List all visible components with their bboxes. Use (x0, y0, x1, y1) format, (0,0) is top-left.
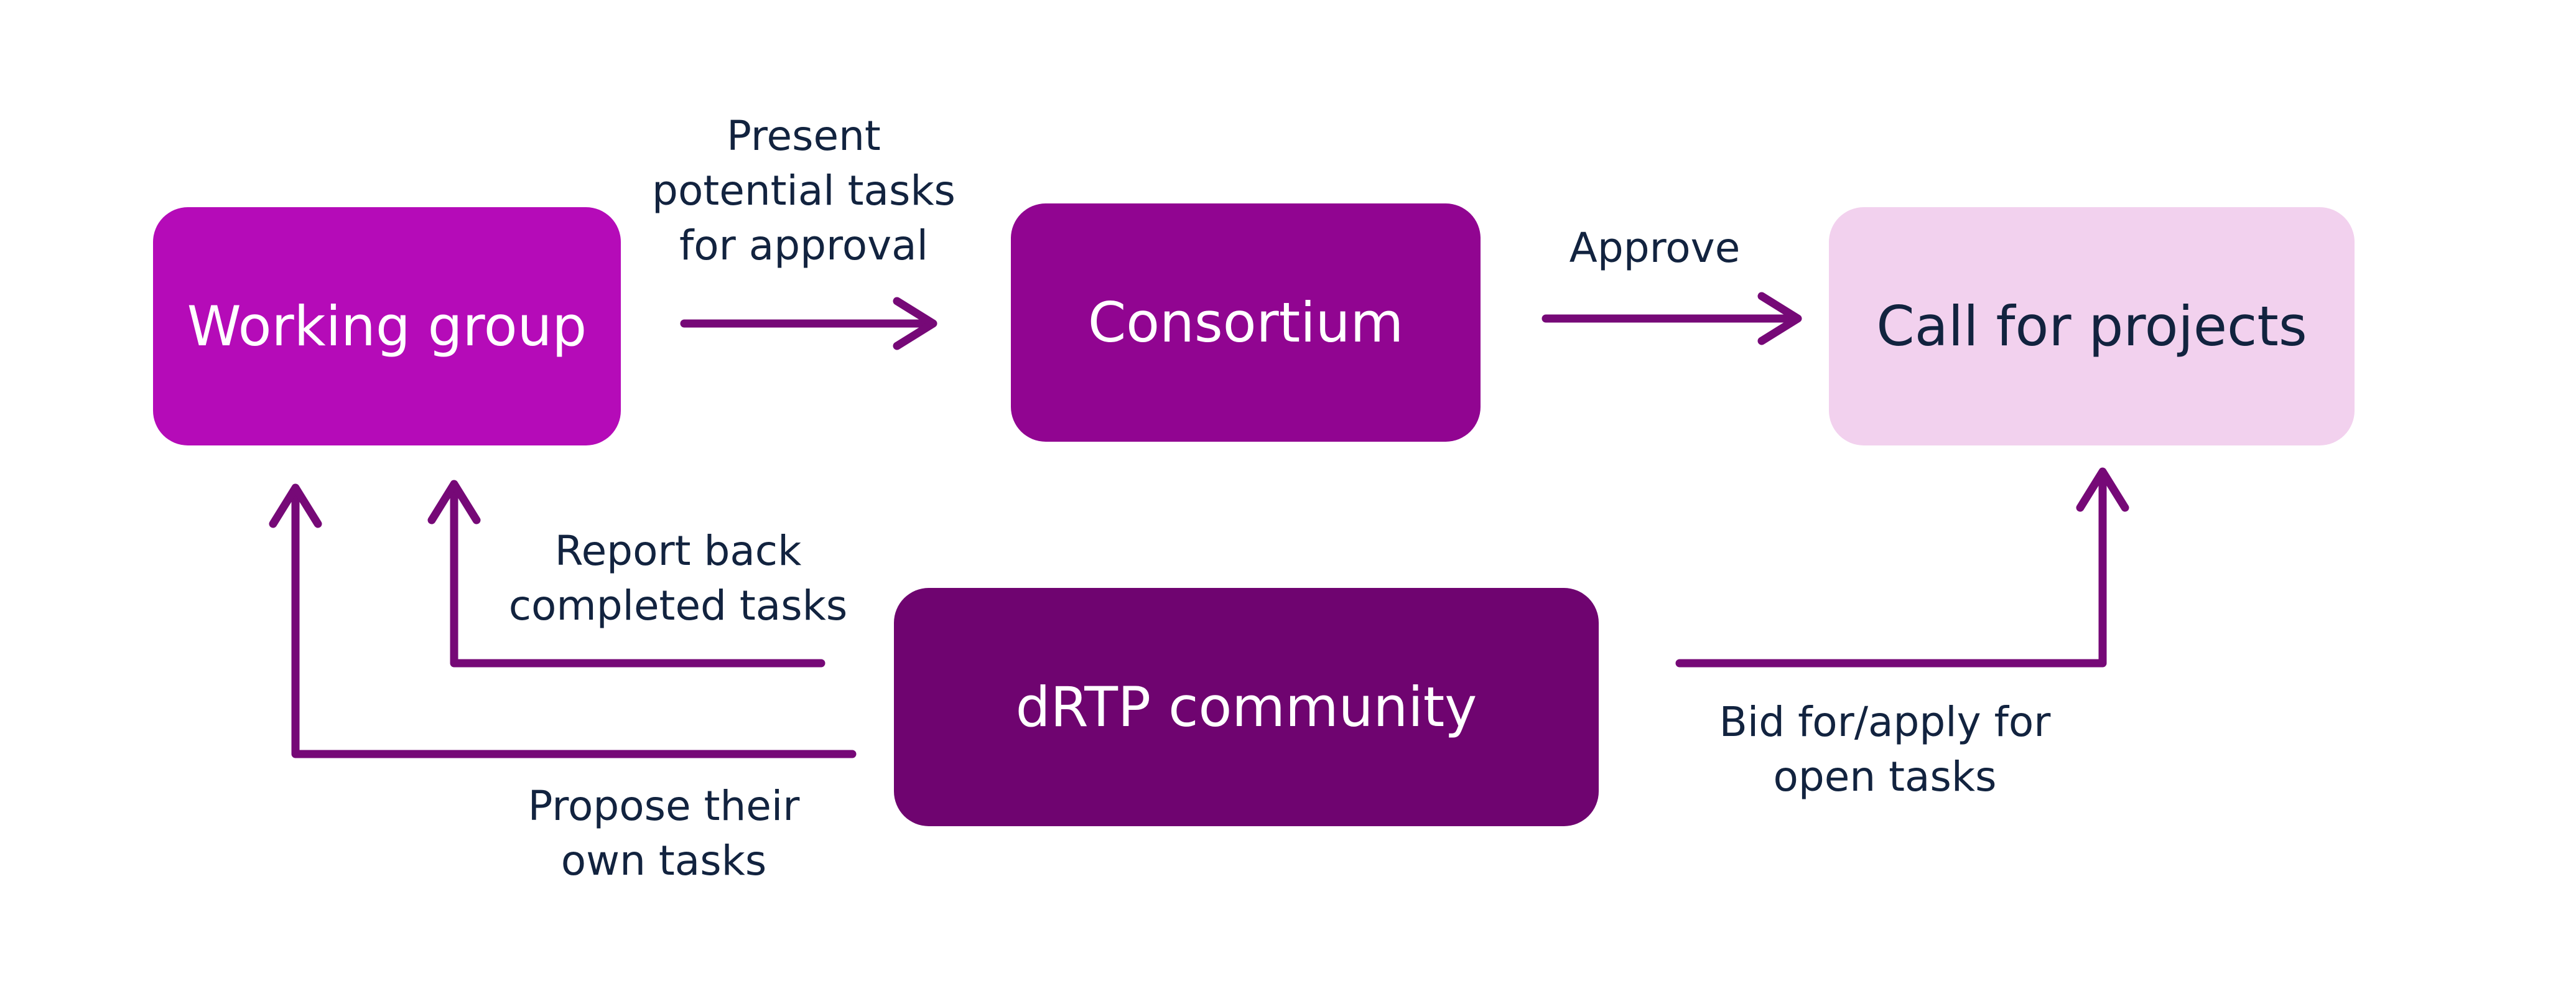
node-drtp-community-label: dRTP community (1015, 675, 1477, 739)
arrow-propose (291, 487, 857, 758)
edge-label-propose: Propose their own tasks (528, 782, 800, 885)
arrow-approve-head (1757, 292, 1802, 345)
node-call-for-projects: Call for projects (1829, 207, 2355, 445)
node-working-group: Working group (153, 207, 621, 445)
edge-label-present: Present potential tasks for approval (652, 112, 956, 269)
arrow-report-back-head (427, 480, 481, 524)
node-call-for-projects-label: Call for projects (1876, 294, 2307, 358)
edge-label-report-back: Report back completed tasks (508, 527, 848, 630)
arrow-propose-head (269, 483, 322, 528)
node-consortium-label: Consortium (1087, 291, 1404, 355)
arrow-bid-head (2076, 467, 2129, 512)
node-drtp-community: dRTP community (894, 588, 1599, 826)
edge-label-approve: Approve (1569, 224, 1741, 272)
arrow-bid (1675, 472, 2107, 668)
arrow-report-back (450, 484, 825, 668)
node-working-group-label: Working group (187, 294, 587, 358)
edge-label-bid: Bid for/apply for open tasks (1719, 698, 2051, 801)
arrow-present-tasks-head (893, 297, 937, 350)
node-consortium: Consortium (1011, 203, 1481, 442)
